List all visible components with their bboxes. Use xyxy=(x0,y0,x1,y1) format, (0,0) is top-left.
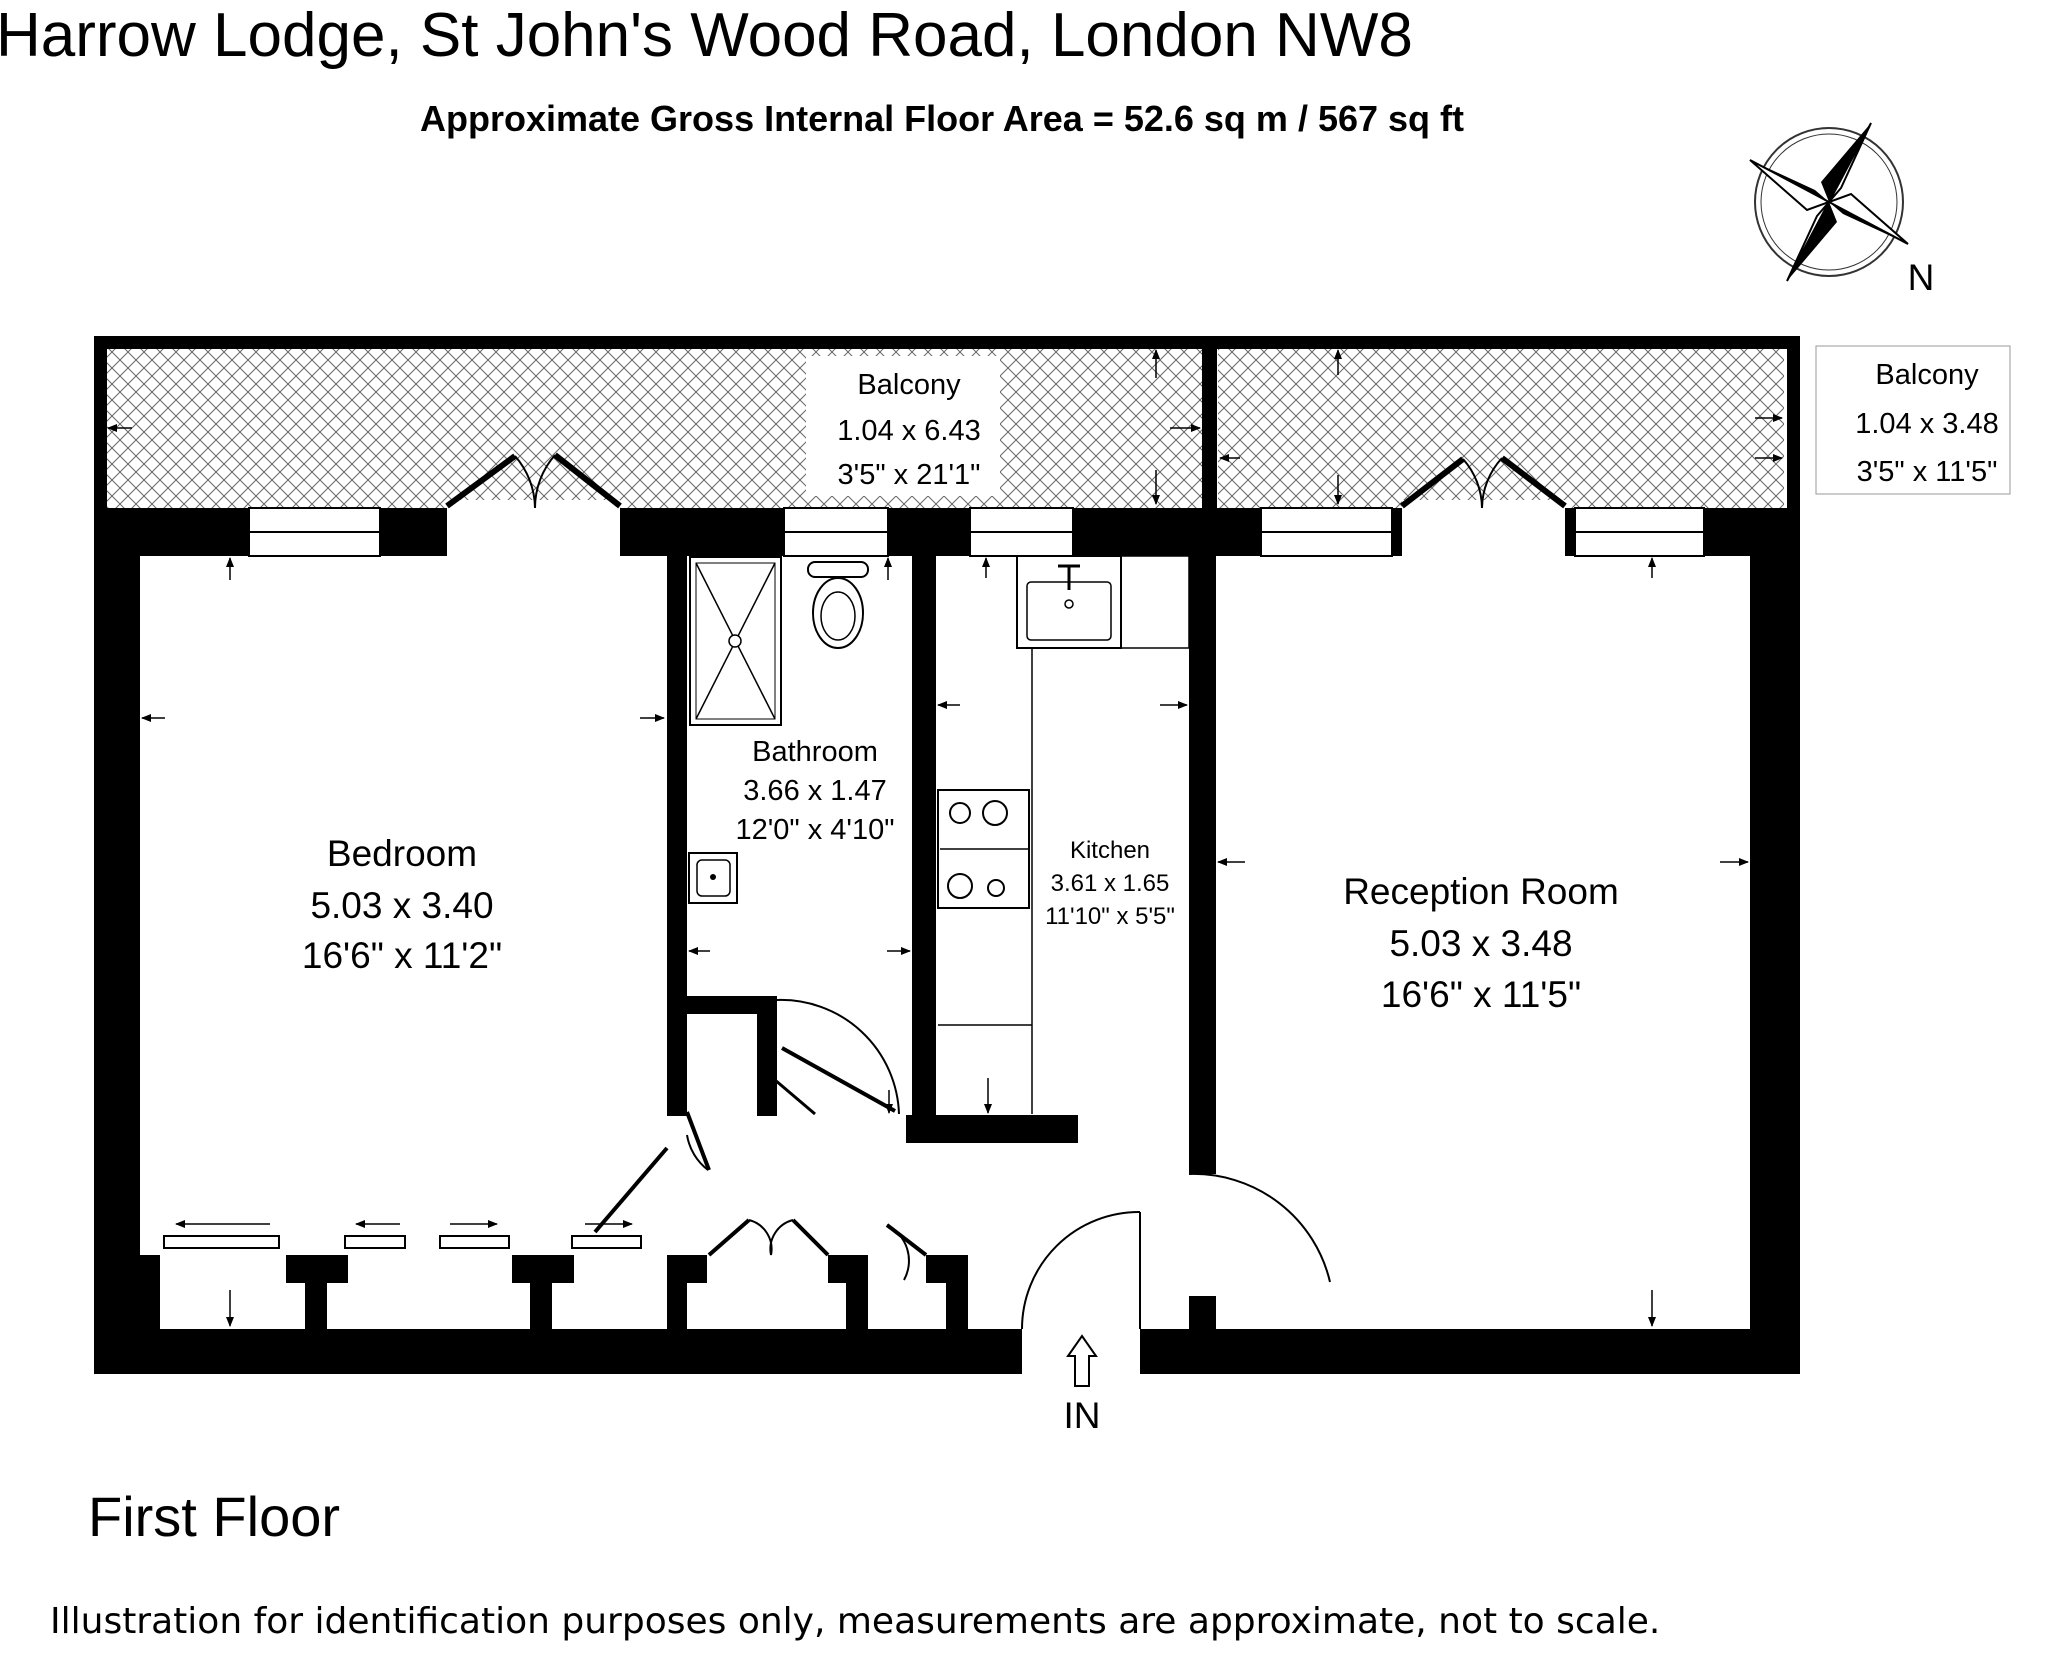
svg-text:Balcony: Balcony xyxy=(1875,359,1979,391)
svg-text:Bedroom: Bedroom xyxy=(327,833,477,874)
svg-text:Kitchen: Kitchen xyxy=(1070,837,1150,864)
dimension-arrows xyxy=(107,349,1783,1327)
bathroom-label: Bathroom 3.66 x 1.47 12'0" x 4'10" xyxy=(735,736,894,846)
balcony-right-label: Balcony 1.04 x 3.48 3'5" x 11'5" xyxy=(1815,345,2011,495)
svg-text:3.66 x 1.47: 3.66 x 1.47 xyxy=(743,775,887,807)
svg-text:16'6" x 11'5": 16'6" x 11'5" xyxy=(1381,974,1581,1015)
svg-text:Reception Room: Reception Room xyxy=(1343,871,1619,912)
sliding-doors xyxy=(163,1220,642,1249)
svg-text:Bathroom: Bathroom xyxy=(752,736,878,768)
svg-text:12'0" x 4'10": 12'0" x 4'10" xyxy=(735,814,894,846)
hob-icon xyxy=(937,789,1030,909)
bedroom-label: Bedroom 5.03 x 3.40 16'6" x 11'2" xyxy=(302,833,502,976)
toilet-icon xyxy=(807,561,869,649)
svg-text:5.03 x 3.40: 5.03 x 3.40 xyxy=(310,885,493,926)
floor-label: First Floor xyxy=(88,1485,340,1548)
disclaimer: Illustration for identification purposes… xyxy=(50,1601,1660,1642)
windows xyxy=(248,507,1705,557)
balcony-right-area xyxy=(1218,348,1784,508)
doors xyxy=(593,998,1331,1330)
floor-area-subtitle: Approximate Gross Internal Floor Area = … xyxy=(420,98,1464,139)
entrance-label: IN xyxy=(1064,1395,1101,1436)
svg-text:5.03 x 3.48: 5.03 x 3.48 xyxy=(1389,923,1572,964)
reception-room-label: Reception Room 5.03 x 3.48 16'6" x 11'5" xyxy=(1343,871,1619,1015)
balcony-doors xyxy=(445,452,1567,512)
balcony-left-area xyxy=(106,348,1203,508)
svg-text:Balcony: Balcony xyxy=(857,369,961,401)
walls xyxy=(94,336,1800,1374)
shower-tray-icon xyxy=(689,556,782,726)
svg-text:1.04 x 6.43: 1.04 x 6.43 xyxy=(837,415,981,447)
svg-text:3'5" x 21'1": 3'5" x 21'1" xyxy=(838,459,981,491)
kitchen-label: Kitchen 3.61 x 1.65 11'10" x 5'5" xyxy=(1040,835,1180,931)
kitchen-sink-icon xyxy=(1016,555,1122,649)
page-title: Harrow Lodge, St John's Wood Road, Londo… xyxy=(0,1,1413,70)
svg-text:3.61 x 1.65: 3.61 x 1.65 xyxy=(1051,870,1170,897)
svg-text:1.04 x 3.48: 1.04 x 3.48 xyxy=(1855,408,1999,440)
compass-north-label: N xyxy=(1908,257,1935,298)
svg-text:11'10" x 5'5": 11'10" x 5'5" xyxy=(1045,903,1175,930)
entrance-arrow-icon xyxy=(1066,1334,1098,1387)
svg-text:16'6" x 11'2": 16'6" x 11'2" xyxy=(302,935,502,976)
svg-text:3'5" x 11'5": 3'5" x 11'5" xyxy=(1857,456,1998,488)
balcony-left-label: Balcony 1.04 x 6.43 3'5" x 21'1" xyxy=(806,356,1000,496)
washbasin-icon xyxy=(688,852,738,904)
compass-rose-icon xyxy=(1749,122,1909,282)
